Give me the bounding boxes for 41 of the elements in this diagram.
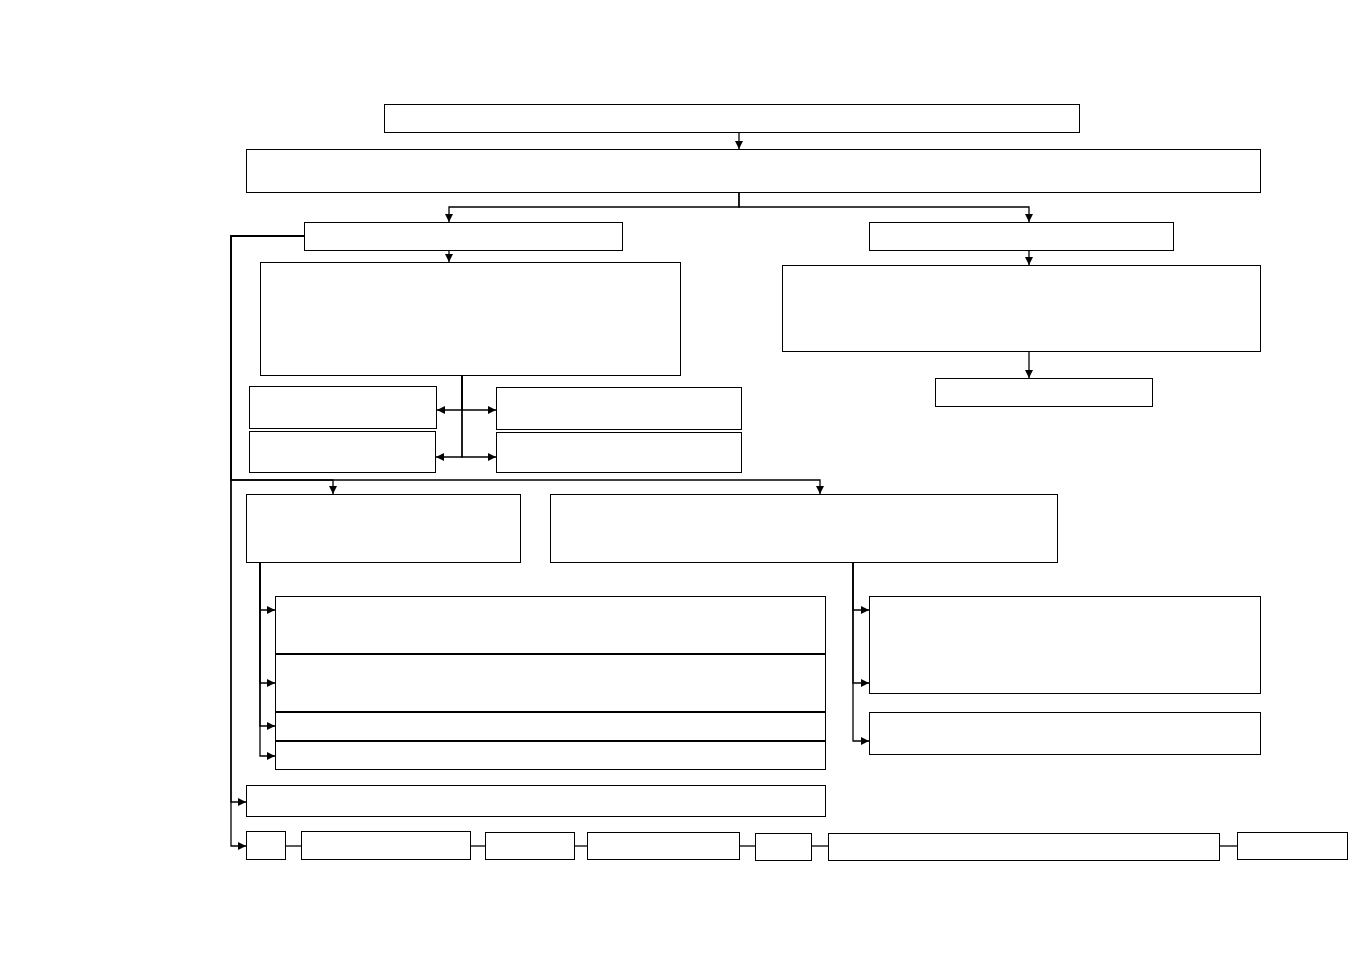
arrow — [259, 562, 276, 760]
arrow — [852, 562, 870, 745]
arrow — [445, 250, 453, 263]
empty-box — [869, 222, 1174, 251]
arrow — [1025, 351, 1033, 379]
empty-box — [275, 654, 826, 712]
empty-box — [275, 596, 826, 654]
arrow — [735, 132, 743, 150]
arrow — [1025, 250, 1033, 266]
connector-line — [1219, 845, 1238, 847]
empty-box — [828, 833, 1220, 861]
empty-box — [275, 741, 826, 770]
empty-box — [246, 831, 286, 860]
empty-box — [869, 712, 1261, 755]
empty-box — [249, 431, 436, 473]
arrow — [738, 192, 1033, 223]
connector-line — [574, 845, 588, 847]
arrow — [461, 375, 497, 461]
empty-box — [755, 833, 812, 861]
empty-box — [1237, 832, 1348, 860]
empty-box — [301, 831, 471, 860]
empty-box — [782, 265, 1261, 352]
empty-box — [246, 785, 826, 817]
empty-box — [587, 832, 740, 860]
connector-line — [470, 845, 486, 847]
empty-box — [496, 432, 742, 473]
empty-box — [275, 712, 826, 741]
empty-box — [550, 494, 1058, 563]
connector-line — [285, 845, 302, 847]
empty-box — [384, 104, 1080, 133]
empty-box — [496, 387, 742, 430]
empty-box — [485, 832, 575, 860]
connector-line — [739, 845, 756, 847]
empty-box — [935, 378, 1153, 407]
empty-box — [260, 262, 681, 376]
empty-box — [249, 386, 437, 429]
empty-box — [869, 596, 1261, 694]
empty-box — [246, 494, 521, 563]
empty-box — [304, 222, 623, 251]
empty-box — [246, 149, 1261, 193]
connector-line — [811, 845, 829, 847]
